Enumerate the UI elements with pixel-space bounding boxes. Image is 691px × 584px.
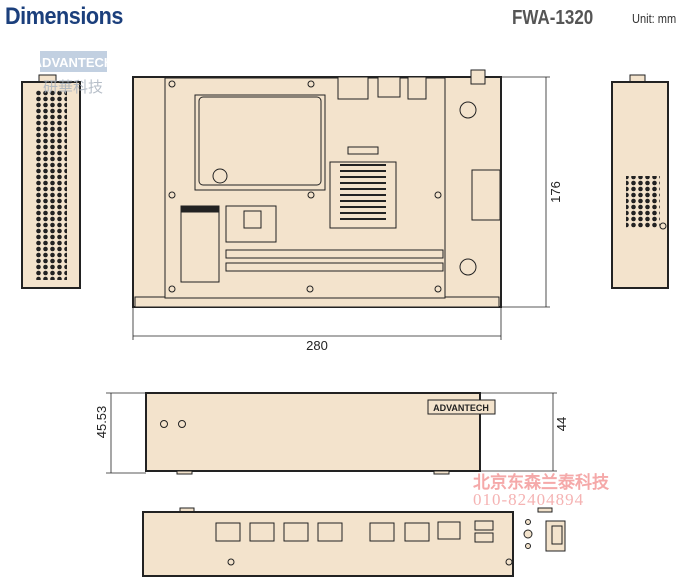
front-view: [145, 392, 496, 475]
front-brand-label: ADVANTECH: [433, 403, 489, 413]
lan-ports: [215, 522, 430, 542]
width-label: 280: [306, 338, 328, 353]
dealer-watermark-name: 北京东森兰泰科技: [473, 473, 609, 492]
dealer-watermark-phone: 010-82404894: [473, 490, 585, 509]
advantech-logo-watermark: ADVANTECH 研華科技: [33, 51, 114, 96]
left-side-view: [21, 74, 81, 289]
unit-label: Unit: mm: [632, 11, 677, 26]
top-view: [132, 69, 502, 308]
right-side-view: [611, 74, 669, 289]
page-title: Dimensions: [5, 3, 123, 30]
svg-text:研華科技: 研華科技: [43, 78, 103, 96]
dimension-lines-top: [132, 76, 550, 340]
body-height-label: 44: [554, 417, 569, 431]
rear-view: [142, 507, 566, 577]
svg-text:ADVANTECH: ADVANTECH: [33, 55, 114, 70]
total-height-label: 45.53: [94, 406, 109, 439]
depth-label: 176: [548, 181, 563, 203]
model-name: FWA-1320: [512, 7, 594, 29]
dimension-lines-front: [106, 392, 557, 474]
